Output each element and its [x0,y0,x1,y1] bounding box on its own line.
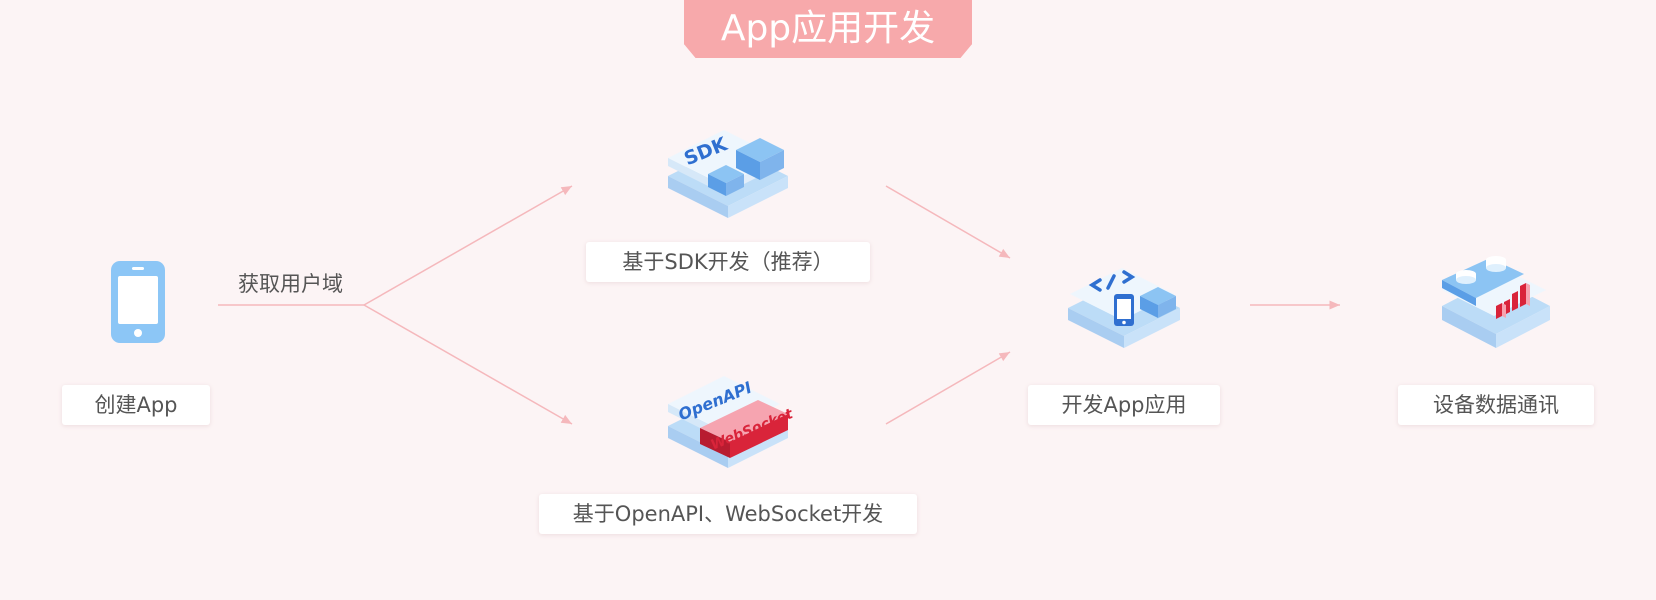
diagram-title: App应用开发 [684,0,972,58]
arrow-to-sdk [363,185,573,306]
device-data-icon [1442,256,1550,348]
sdk-label: 基于SDK开发（推荐） [586,242,870,282]
arrow-openapi-to-develop [885,351,1011,425]
create-app-label: 创建App [62,385,210,425]
sdk-icon: SDK [668,130,788,218]
phone-icon [111,261,165,343]
device-communication-label: 设备数据通讯 [1398,385,1594,425]
get-domain-label: 获取用户域 [238,272,343,296]
arrow-to-openapi [363,304,573,425]
develop-app-icon [1068,268,1180,348]
openapi-websocket-icon: OpenAPI WebSocket [668,376,796,468]
arrow-sdk-to-develop [885,185,1011,259]
develop-app-label: 开发App应用 [1028,385,1220,425]
openapi-label: 基于OpenAPI、WebSocket开发 [539,494,917,534]
